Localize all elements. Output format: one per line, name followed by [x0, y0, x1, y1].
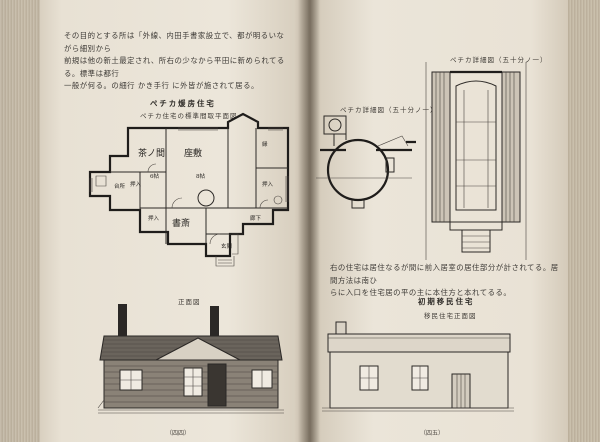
pechka-elevation-detail	[426, 62, 526, 260]
pechka-plan-detail	[316, 112, 420, 212]
house-elevation-right	[322, 320, 514, 418]
room-label-zashiki: 座敷	[184, 147, 202, 159]
room-label-ima: 茶ノ間	[138, 147, 165, 159]
room-label-daidokoro: 台所	[114, 182, 126, 190]
detail-title-left: ペチカ詳細図（五十分ノ一）	[340, 106, 438, 114]
house-title: 初期移民住宅	[418, 297, 475, 306]
page-number-right: （四五）	[420, 430, 445, 437]
house-elevation-left	[98, 304, 284, 416]
pechka-stove-icon	[198, 190, 214, 206]
plan-title: ペチカ煖房住宅	[150, 99, 216, 108]
elevation-caption: 正面図	[178, 298, 201, 306]
right-body-text: 右の住宅は居住なるが間に前入居室の居住部分が計されてる。居間方法は南ひ らに入口…	[330, 262, 566, 300]
plan-subtitle: ペチカ住宅の標準間取平面図	[140, 112, 238, 120]
left-body-text: その目的とする所は「外線、内田手書家設立で、都が明るいながら細別から 前規は他の…	[64, 30, 286, 93]
room-label-oshiire-1: 押入	[130, 180, 142, 188]
floor-plan-drawing: 茶ノ間 6帖 座敷 8帖 書斎 玄関 押入 押入 押入 台所 縁 廊下	[78, 116, 298, 276]
room-label-shosai: 書斎	[172, 217, 190, 229]
page-number-left: （四四）	[166, 430, 191, 437]
left-body-line: 一般が何る。の細行 かき手行 に外皆が施されて居る。	[64, 81, 259, 91]
room-label-oshiire-3: 押入	[148, 214, 160, 222]
detail-title-right: ペチカ詳細図（五十分ノ一）	[450, 56, 548, 64]
left-page-edges	[0, 0, 44, 442]
room-label-oshiire-2: 押入	[262, 180, 274, 188]
house-subtitle: 移民住宅正面図	[424, 312, 477, 320]
room-size-ima: 6帖	[150, 172, 159, 180]
right-body-line: らに入口を住宅居の平の主に本住方と本れてるる。	[330, 288, 512, 298]
book-gutter	[298, 0, 320, 442]
room-size-zashiki: 8帖	[196, 172, 205, 180]
room-label-roka: 廊下	[250, 214, 262, 222]
right-body-line: 右の住宅は居住なるが間に前入居室の居住部分が計されてる。居間方法は南ひ	[330, 263, 559, 285]
right-page-edges	[568, 0, 600, 442]
left-body-line: 前規は他の新土最定され、所右の少なから平田に新められてるる。標準は都行	[64, 56, 285, 78]
room-label-en: 縁	[262, 140, 268, 148]
room-label-genkan: 玄関	[221, 242, 233, 250]
left-body-line: その目的とする所は「外線、内田手書家設立で、都が明るいながら細別から	[64, 31, 285, 53]
